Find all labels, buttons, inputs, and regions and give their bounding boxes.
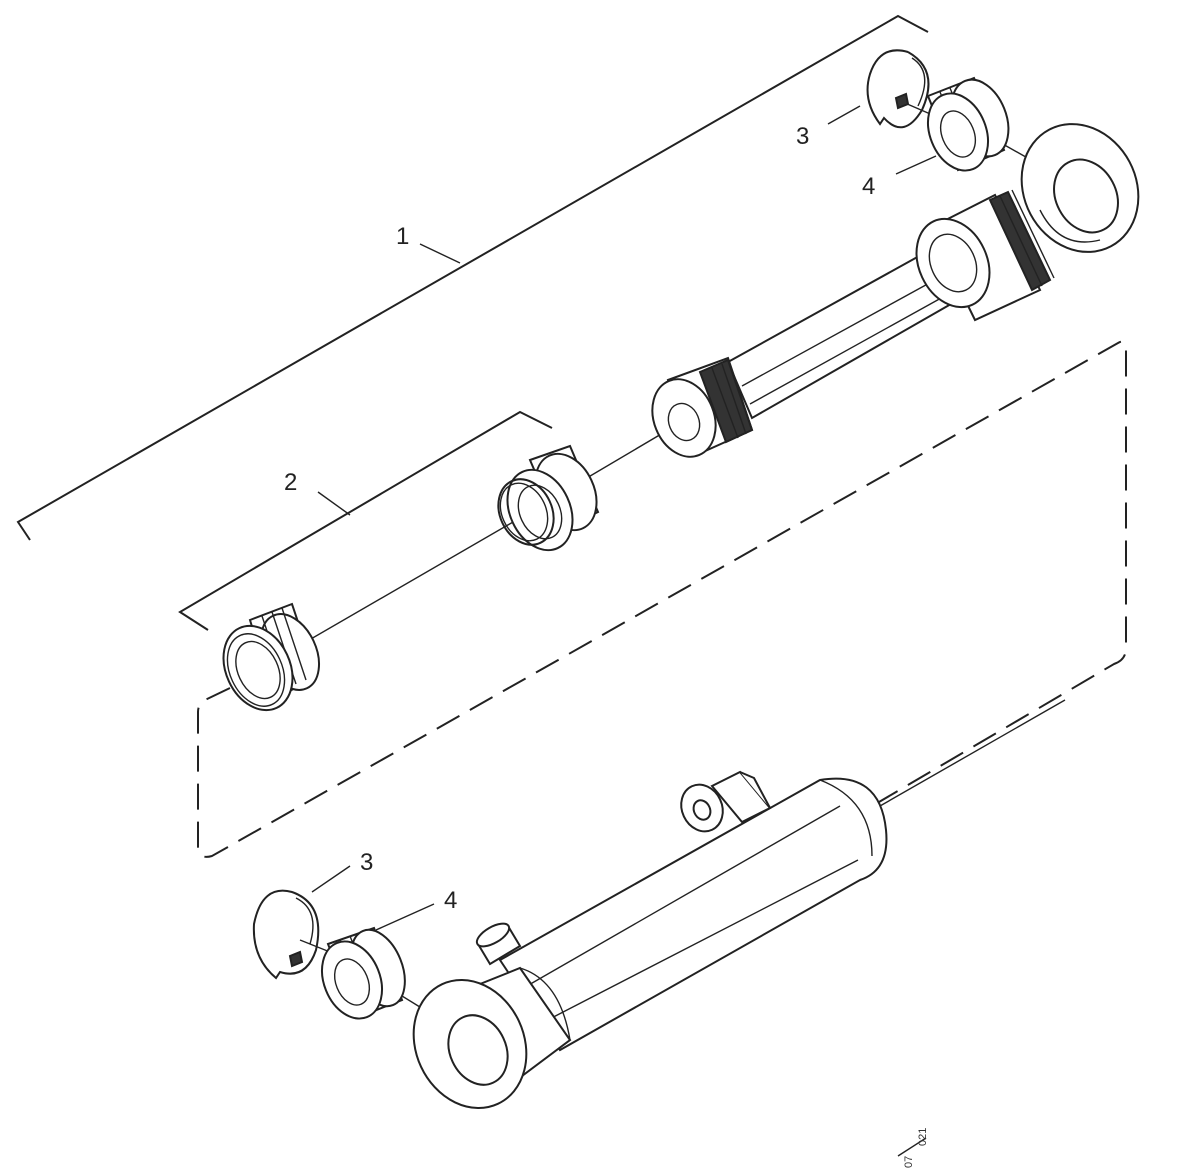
svg-text:07: 07 bbox=[903, 1156, 915, 1168]
cylinder-barrel bbox=[498, 777, 888, 1052]
callout-3-bottom: 3 bbox=[360, 849, 373, 876]
callout-4-top: 4 bbox=[862, 173, 875, 200]
callout-3-top: 3 bbox=[796, 123, 809, 150]
leader-lines bbox=[311, 105, 937, 931]
bearing-bottom bbox=[321, 926, 406, 1020]
assembly-bracket bbox=[16, 14, 929, 541]
callout-4-bottom: 4 bbox=[444, 887, 457, 914]
grease-nipple bbox=[475, 922, 522, 966]
seal-kit-bracket bbox=[178, 410, 553, 631]
piston bbox=[651, 356, 754, 458]
port-fitting bbox=[680, 770, 772, 833]
seal-kit-guide-ring bbox=[497, 444, 600, 552]
callout-1: 1 bbox=[396, 223, 409, 250]
seal-kit-grooved-seal bbox=[222, 602, 321, 712]
circlip-top bbox=[866, 49, 930, 129]
callout-2: 2 bbox=[284, 469, 297, 496]
rod-eye-bottom bbox=[412, 966, 572, 1110]
bearing-top bbox=[926, 76, 1010, 172]
rod-gland bbox=[915, 189, 1055, 322]
drawing-code: 07 021 bbox=[897, 1128, 929, 1168]
circlip-bottom bbox=[252, 889, 320, 980]
svg-text:021: 021 bbox=[917, 1128, 929, 1146]
rod-eye-top bbox=[1020, 123, 1140, 253]
